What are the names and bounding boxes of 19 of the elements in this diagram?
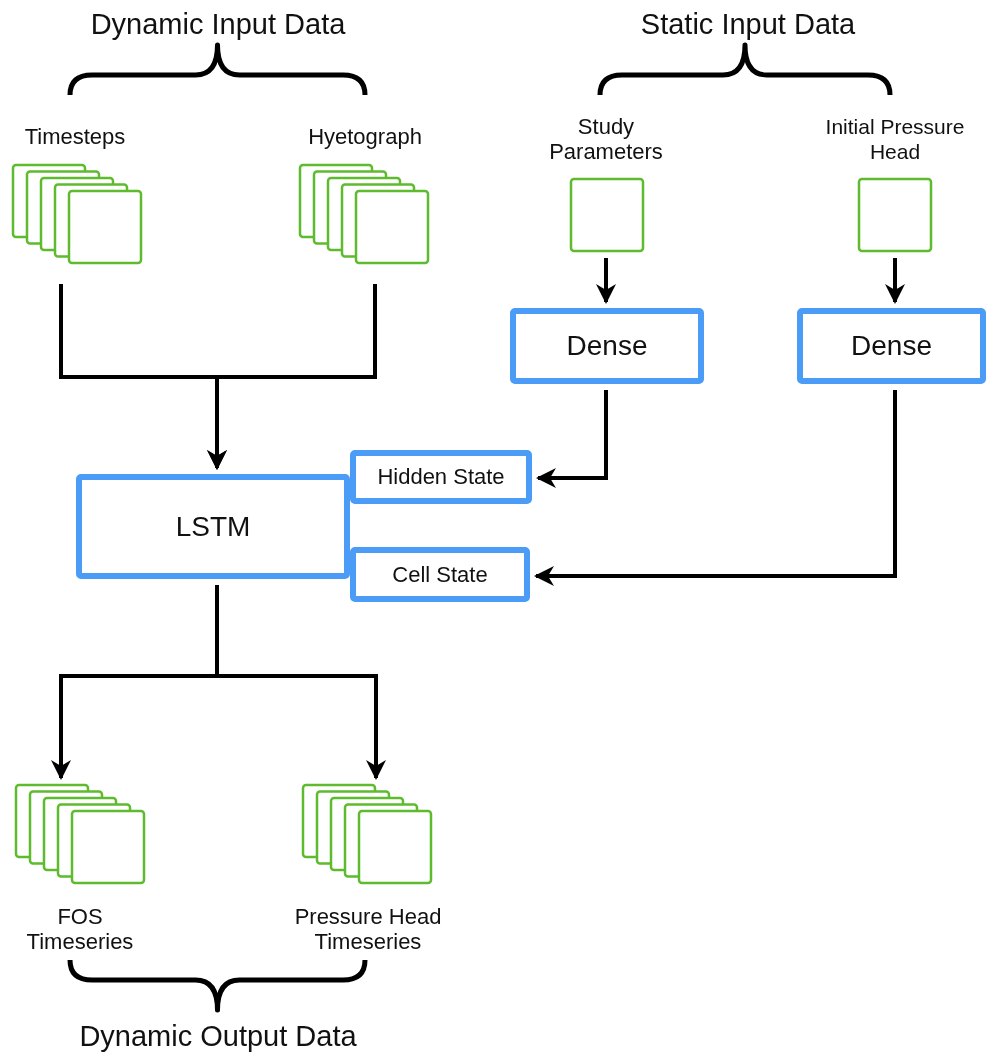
data-label: Study Parameters [548, 114, 664, 164]
data-label: FOS Timeseries [25, 904, 135, 954]
arrow [536, 390, 608, 488]
state-box: Hidden State [350, 450, 532, 504]
arrow [534, 390, 897, 586]
state-box: Cell State [350, 547, 530, 602]
arrow [207, 284, 377, 470]
data-label: Pressure Head Timeseries [293, 904, 443, 954]
section-heading: Static Input Data [639, 8, 857, 41]
section-heading: Dynamic Input Data [89, 8, 347, 41]
lstm-layer-box: LSTM [76, 474, 350, 579]
section-heading: Dynamic Output Data [78, 1020, 358, 1053]
dense-layer-box: Dense [797, 308, 986, 384]
arrow [596, 258, 616, 304]
data-label: Initial Pressure Head [825, 114, 965, 164]
data-label: Timesteps [23, 124, 127, 149]
dense-layer-box: Dense [510, 308, 704, 384]
data-label: Hyetograph [307, 124, 423, 149]
arrow [885, 258, 905, 304]
